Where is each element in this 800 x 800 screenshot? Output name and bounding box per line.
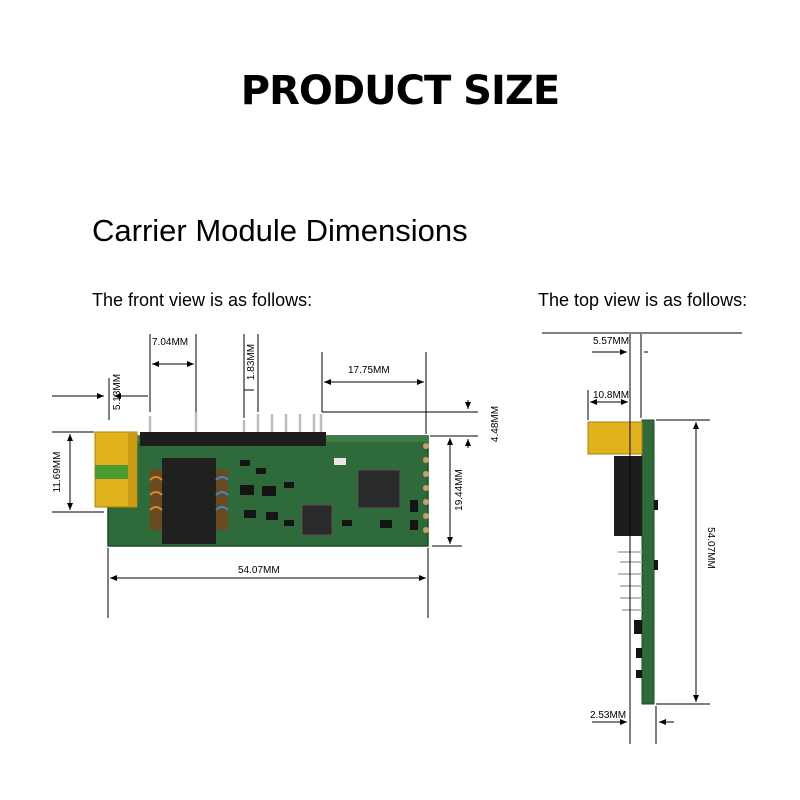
dim-top-length: 54.07MM (705, 527, 716, 569)
top-view-caption: The top view is as follows: (538, 290, 748, 310)
dim-length: 54.07MM (238, 565, 280, 576)
front-view-caption: The front view is as follows: (92, 290, 313, 310)
top-view-labels: 5.57MM 10.8MM 54.07MM 2.53MM (590, 336, 716, 721)
page-title: PRODUCT SIZE (240, 68, 560, 114)
dim-top-gap: 4.48MM (490, 406, 501, 442)
crystal (334, 458, 346, 465)
section-title: Carrier Module Dimensions (92, 213, 468, 248)
side-coil (614, 456, 642, 536)
front-view-dimensions (52, 334, 478, 618)
edge-castellations (423, 443, 429, 533)
front-view-labels: 5.13MM 7.04MM 1.83MM 17.75MM 4.48MM 11.6… (52, 337, 501, 576)
top-view-dimensions (542, 332, 742, 744)
dim-top-width: 5.57MM (593, 336, 629, 347)
passive-components (240, 460, 418, 530)
dim-left-height: 11.69MM (52, 452, 63, 493)
side-components (634, 500, 658, 678)
pin-header (140, 432, 326, 446)
side-pcb (641, 419, 655, 705)
front-view-board (94, 412, 429, 547)
yellow-transformer (94, 431, 138, 508)
main-chip (357, 469, 401, 509)
secondary-chip (301, 504, 333, 536)
top-view-board (587, 419, 658, 705)
dim-pin-offset: 5.13MM (112, 374, 123, 410)
dim-pin-span: 7.04MM (152, 337, 188, 348)
dim-component-width: 10.8MM (593, 390, 629, 401)
coil-transformer (149, 458, 229, 544)
dim-bottom-width: 2.53MM (590, 710, 626, 721)
dim-right-height: 19.44MM (454, 469, 465, 511)
dim-right-span: 17.75MM (348, 365, 390, 376)
dim-pin-height: 1.83MM (246, 344, 257, 380)
side-transformer (587, 421, 643, 455)
side-pins (618, 551, 642, 611)
